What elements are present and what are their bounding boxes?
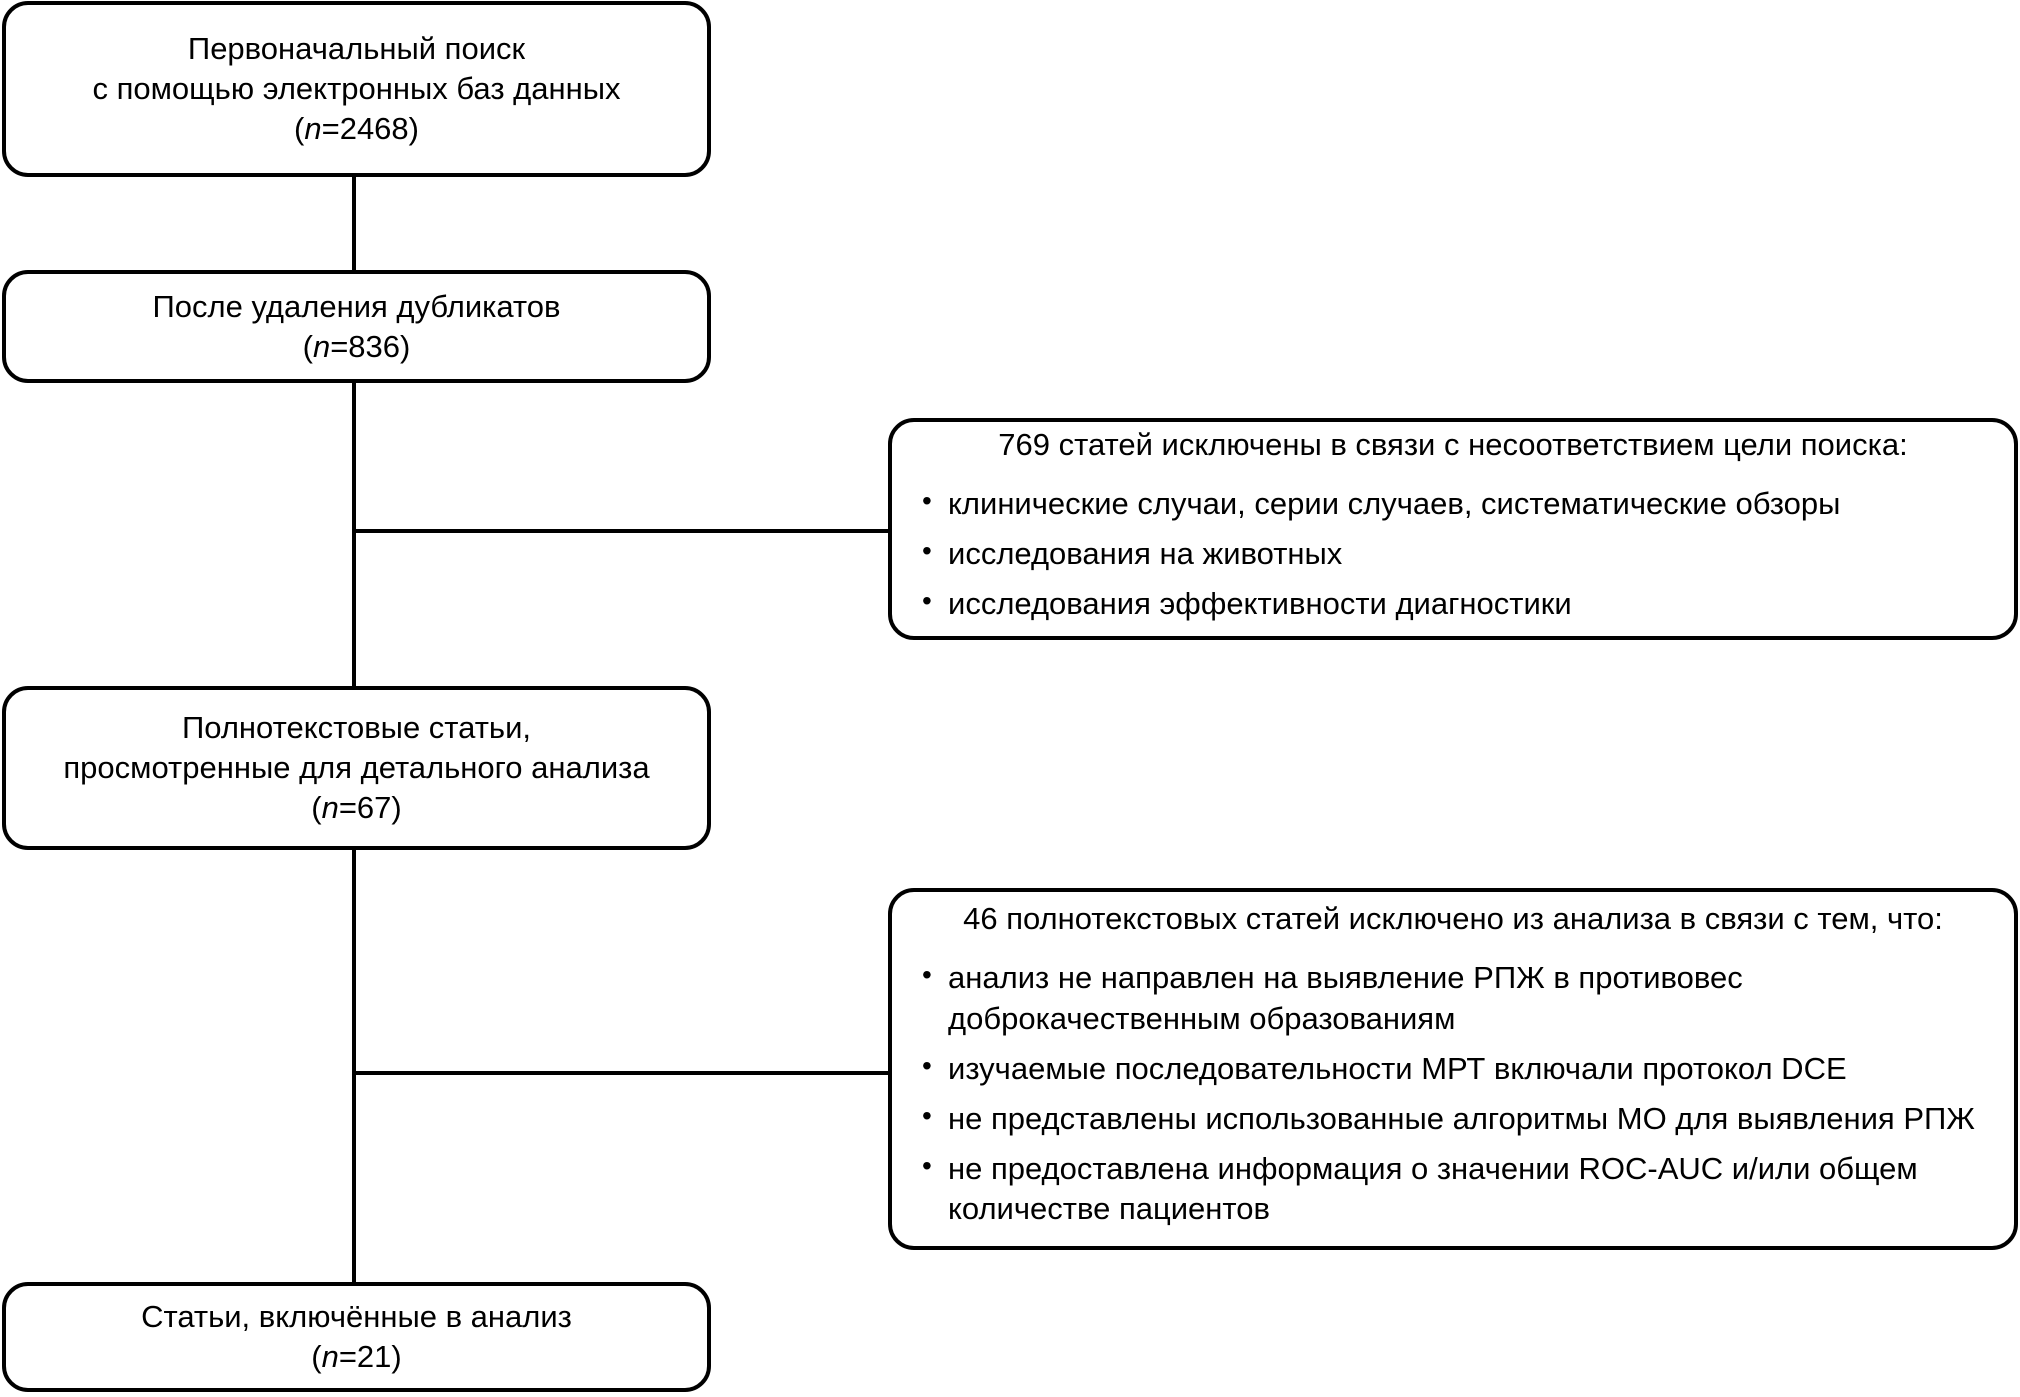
list-item: не предоставлена информация о значении R…: [922, 1148, 1986, 1231]
connector-fulltext-to-included: [352, 850, 356, 1284]
node-fulltext-reviewed-line1: Полнотекстовые статьи,: [182, 710, 531, 746]
paren-open: (: [311, 1339, 322, 1374]
screening-exclusions-list: клинические случаи, серии случаев, систе…: [898, 475, 2008, 634]
node-initial-search: Первоначальный поиск с помощью электронн…: [2, 1, 711, 177]
node-initial-search-count: (n=2468): [294, 109, 419, 149]
count-value: =67): [338, 789, 402, 825]
node-fulltext-reviewed-count: (n=67): [311, 788, 402, 828]
list-item: изучаемые последовательности МРТ включал…: [922, 1048, 1986, 1090]
connector-duplicates-to-fulltext: [352, 383, 356, 688]
node-initial-search-line2: с помощью электронных баз данных: [92, 71, 621, 107]
connector-initial-to-duplicates: [352, 176, 356, 272]
paren-open: (: [311, 789, 322, 825]
n-symbol: n: [312, 328, 331, 364]
eligibility-exclusions-heading: 46 полнотекстовых статей исключено из ан…: [963, 900, 1943, 936]
connector-screening-exclusion: [352, 529, 890, 533]
n-symbol: n: [304, 110, 322, 146]
node-fulltext-reviewed-line2: просмотренные для детального анализа: [63, 750, 650, 786]
node-included-articles: Статьи, включённые в анализ (n=21): [2, 1282, 711, 1392]
list-item: клинические случаи, серии случаев, систе…: [922, 483, 1986, 525]
node-included-articles-line1: Статьи, включённые в анализ: [141, 1299, 572, 1335]
node-after-duplicates: После удаления дубликатов (n=836): [2, 270, 711, 383]
count-value: =2468): [321, 110, 419, 146]
n-symbol: n: [321, 1339, 339, 1374]
n-symbol: n: [321, 789, 339, 825]
node-after-duplicates-count: (n=836): [303, 327, 411, 367]
list-item: исследования на животных: [922, 533, 1986, 575]
eligibility-exclusions-list: анализ не направлен на выявление РПЖ в п…: [898, 949, 2008, 1239]
node-screening-exclusions: 769 статей исключены в связи с несоответ…: [888, 418, 2018, 640]
node-eligibility-exclusions: 46 полнотекстовых статей исключено из ан…: [888, 888, 2018, 1250]
list-item: не представлены использованные алгоритмы…: [922, 1098, 1986, 1140]
node-after-duplicates-line1: После удаления дубликатов: [152, 288, 561, 324]
node-fulltext-reviewed: Полнотекстовые статьи, просмотренные для…: [2, 686, 711, 850]
paren-open: (: [294, 110, 305, 146]
list-item: анализ не направлен на выявление РПЖ в п…: [922, 957, 1986, 1040]
paren-open: (: [302, 328, 313, 364]
list-item: исследования эффективности диагностики: [922, 583, 1986, 625]
node-included-articles-count: (n=21): [311, 1337, 402, 1377]
node-initial-search-line1: Первоначальный поиск: [187, 31, 526, 67]
count-value: =21): [338, 1339, 402, 1374]
connector-eligibility-exclusion: [352, 1071, 890, 1075]
screening-exclusions-heading: 769 статей исключены в связи с несоответ…: [998, 426, 1908, 462]
count-value: =836): [330, 328, 411, 364]
